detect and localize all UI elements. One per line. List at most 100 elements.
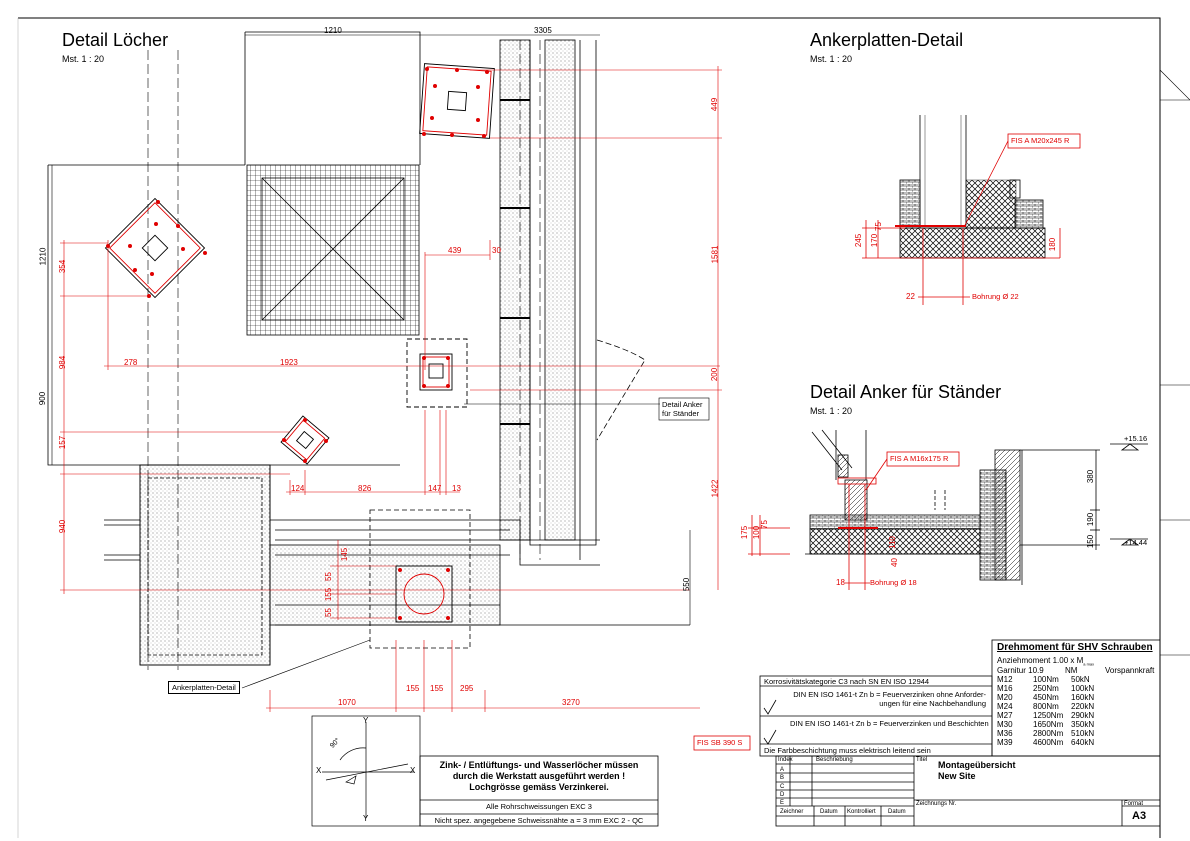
- tb-format: A3: [1132, 810, 1147, 822]
- zink-note-l1: Zink- / Entlüftungs- und Wasserlöcher mü…: [439, 760, 639, 770]
- tb-index-letter: C: [780, 783, 785, 790]
- dim-label: 826: [358, 484, 372, 493]
- dim-label: 278: [124, 358, 138, 367]
- corrosion-option-2: DIN EN ISO 1461-t Zn b = Feuerverzinken …: [790, 719, 989, 728]
- plate-detail-red: [862, 133, 1081, 305]
- dim-label: 380: [1086, 469, 1096, 484]
- tb-datum-2: Datum: [888, 809, 906, 815]
- dim-label: 40: [889, 558, 899, 567]
- torque-cell-m: M24: [997, 702, 1013, 711]
- torque-cell-nm: 1250Nm: [1033, 711, 1064, 720]
- dim-label: 1210: [38, 247, 48, 266]
- dim-label: 155: [430, 684, 444, 693]
- tb-datum-1: Datum: [820, 809, 838, 815]
- dim-label: 13: [452, 484, 461, 493]
- torque-title: Drehmoment für SHV Schrauben: [997, 642, 1153, 653]
- dim-label: 157: [58, 435, 68, 450]
- sheet-border: [17, 17, 1190, 838]
- corrosion-option-1-l1: DIN EN ISO 1461-t Zn b = Feuerverzinken …: [793, 690, 986, 699]
- dim-label: 449: [710, 97, 720, 112]
- dim-label: 245: [854, 233, 864, 248]
- tb-title: Montageübersicht New Site: [938, 760, 1016, 782]
- torque-cell-m: M36: [997, 729, 1013, 738]
- dim-label: 1070: [338, 698, 356, 707]
- dim-label: 155: [324, 587, 334, 602]
- torque-cell-nm: 4600Nm: [1033, 738, 1064, 747]
- tb-index-letter: D: [780, 791, 785, 798]
- detail-anker-callout: Detail Anker für Ständer: [662, 400, 702, 418]
- tb-index-letter: B: [780, 775, 785, 782]
- dim-label: 550: [682, 577, 692, 592]
- torque-cell-kn: 100kN: [1071, 684, 1095, 693]
- axis-x-right: X: [410, 766, 416, 775]
- plate-detail: [899, 115, 1046, 259]
- holes-scale: Mst. 1 : 20: [62, 54, 105, 64]
- zink-note-l3: Lochgrösse gemäss Verzinkerei.: [469, 782, 609, 792]
- plate-scale: Mst. 1 : 20: [810, 54, 853, 64]
- dim-label: 155: [406, 684, 420, 693]
- ankerplatten-callout: Ankerplatten-Detail: [168, 681, 240, 694]
- torque-cell-kn: 640kN: [1071, 738, 1095, 747]
- torque-col1: Garnitur 10.9: [997, 666, 1044, 675]
- level-bottom: +14.44: [1124, 538, 1148, 547]
- zink-note-l2: durch die Werkstatt ausgeführt werden !: [452, 771, 626, 781]
- torque-cell-nm: 800Nm: [1033, 702, 1059, 711]
- torque-row: M39 4600Nm 640kN: [997, 738, 1157, 747]
- callout-line: für Ständer: [662, 409, 700, 418]
- fis-m16-label: FIS A M16x175 R: [890, 454, 949, 463]
- dim-label: 190: [1086, 512, 1096, 527]
- tb-title-l2: New Site: [938, 771, 976, 781]
- torque-col3: Vorspannkraft: [1105, 666, 1155, 675]
- torque-cell-nm: 450Nm: [1033, 693, 1059, 702]
- tb-index-letter: A: [780, 767, 785, 773]
- dim-label: 3270: [562, 698, 580, 707]
- torque-col2: NM: [1065, 666, 1078, 675]
- axis-y-top: Y: [363, 716, 369, 725]
- dim-label: 170: [870, 233, 880, 248]
- tb-zeichner: Zeichner: [780, 809, 804, 815]
- dimension-lines: [60, 66, 722, 712]
- dim-label: 55: [323, 608, 333, 617]
- dim-label: 124: [291, 484, 305, 493]
- torque-cell-m: M39: [997, 738, 1013, 747]
- torque-cell-kn: 160kN: [1071, 693, 1095, 702]
- anchor-scale: Mst. 1 : 20: [810, 406, 853, 416]
- weld-note-1: Alle Rohrschweissungen EXC 3: [486, 802, 592, 811]
- corrosion-title: Korrosivitätskategorie C3 nach SN EN ISO…: [764, 677, 930, 686]
- tb-index-letter: E: [780, 800, 785, 807]
- dim-label: 55: [323, 572, 333, 581]
- tb-beschreibung: Beschriebung: [816, 757, 853, 763]
- hole-plates: [104, 63, 495, 623]
- torque-cell-m: M27: [997, 711, 1013, 720]
- plate-title: Ankerplatten-Detail: [810, 30, 964, 50]
- tb-format-label: Format: [1124, 801, 1144, 807]
- torque-cell-m: M16: [997, 684, 1013, 693]
- dim-label: 1210: [324, 26, 342, 35]
- spec-boxes: [693, 639, 1161, 757]
- dim-label: 147: [428, 484, 442, 493]
- dim-label: 940: [58, 519, 68, 534]
- level-top: +15.16: [1124, 434, 1148, 443]
- torque-cell-nm: 2800Nm: [1033, 729, 1064, 738]
- dim-label: 18: [836, 578, 845, 587]
- anchor-title: Detail Anker für Ständer: [810, 382, 1002, 402]
- torque-header: Garnitur 10.9 NM Vorspannkraft: [997, 666, 1157, 675]
- bohrung22-label: Bohrung Ø 22: [972, 292, 1019, 301]
- dim-label: 295: [460, 684, 474, 693]
- dim-label: 3305: [534, 26, 552, 35]
- dim-label: 200: [710, 367, 720, 382]
- dim-label: 22: [906, 292, 915, 301]
- dim-label: 145: [340, 547, 350, 562]
- torque-cell-m: M30: [997, 720, 1013, 729]
- torque-subtitle-text: Anziehmoment 1.00 x M: [997, 656, 1084, 665]
- callout-leaders: [241, 397, 710, 689]
- dim-label: 900: [38, 391, 48, 406]
- torque-cell-kn: 510kN: [1071, 729, 1095, 738]
- weld-note-2: Nicht spez. angegebene Schweissnähte a =…: [434, 816, 644, 825]
- torque-cell-m: M12: [997, 675, 1013, 684]
- dim-label: 1581: [710, 245, 720, 264]
